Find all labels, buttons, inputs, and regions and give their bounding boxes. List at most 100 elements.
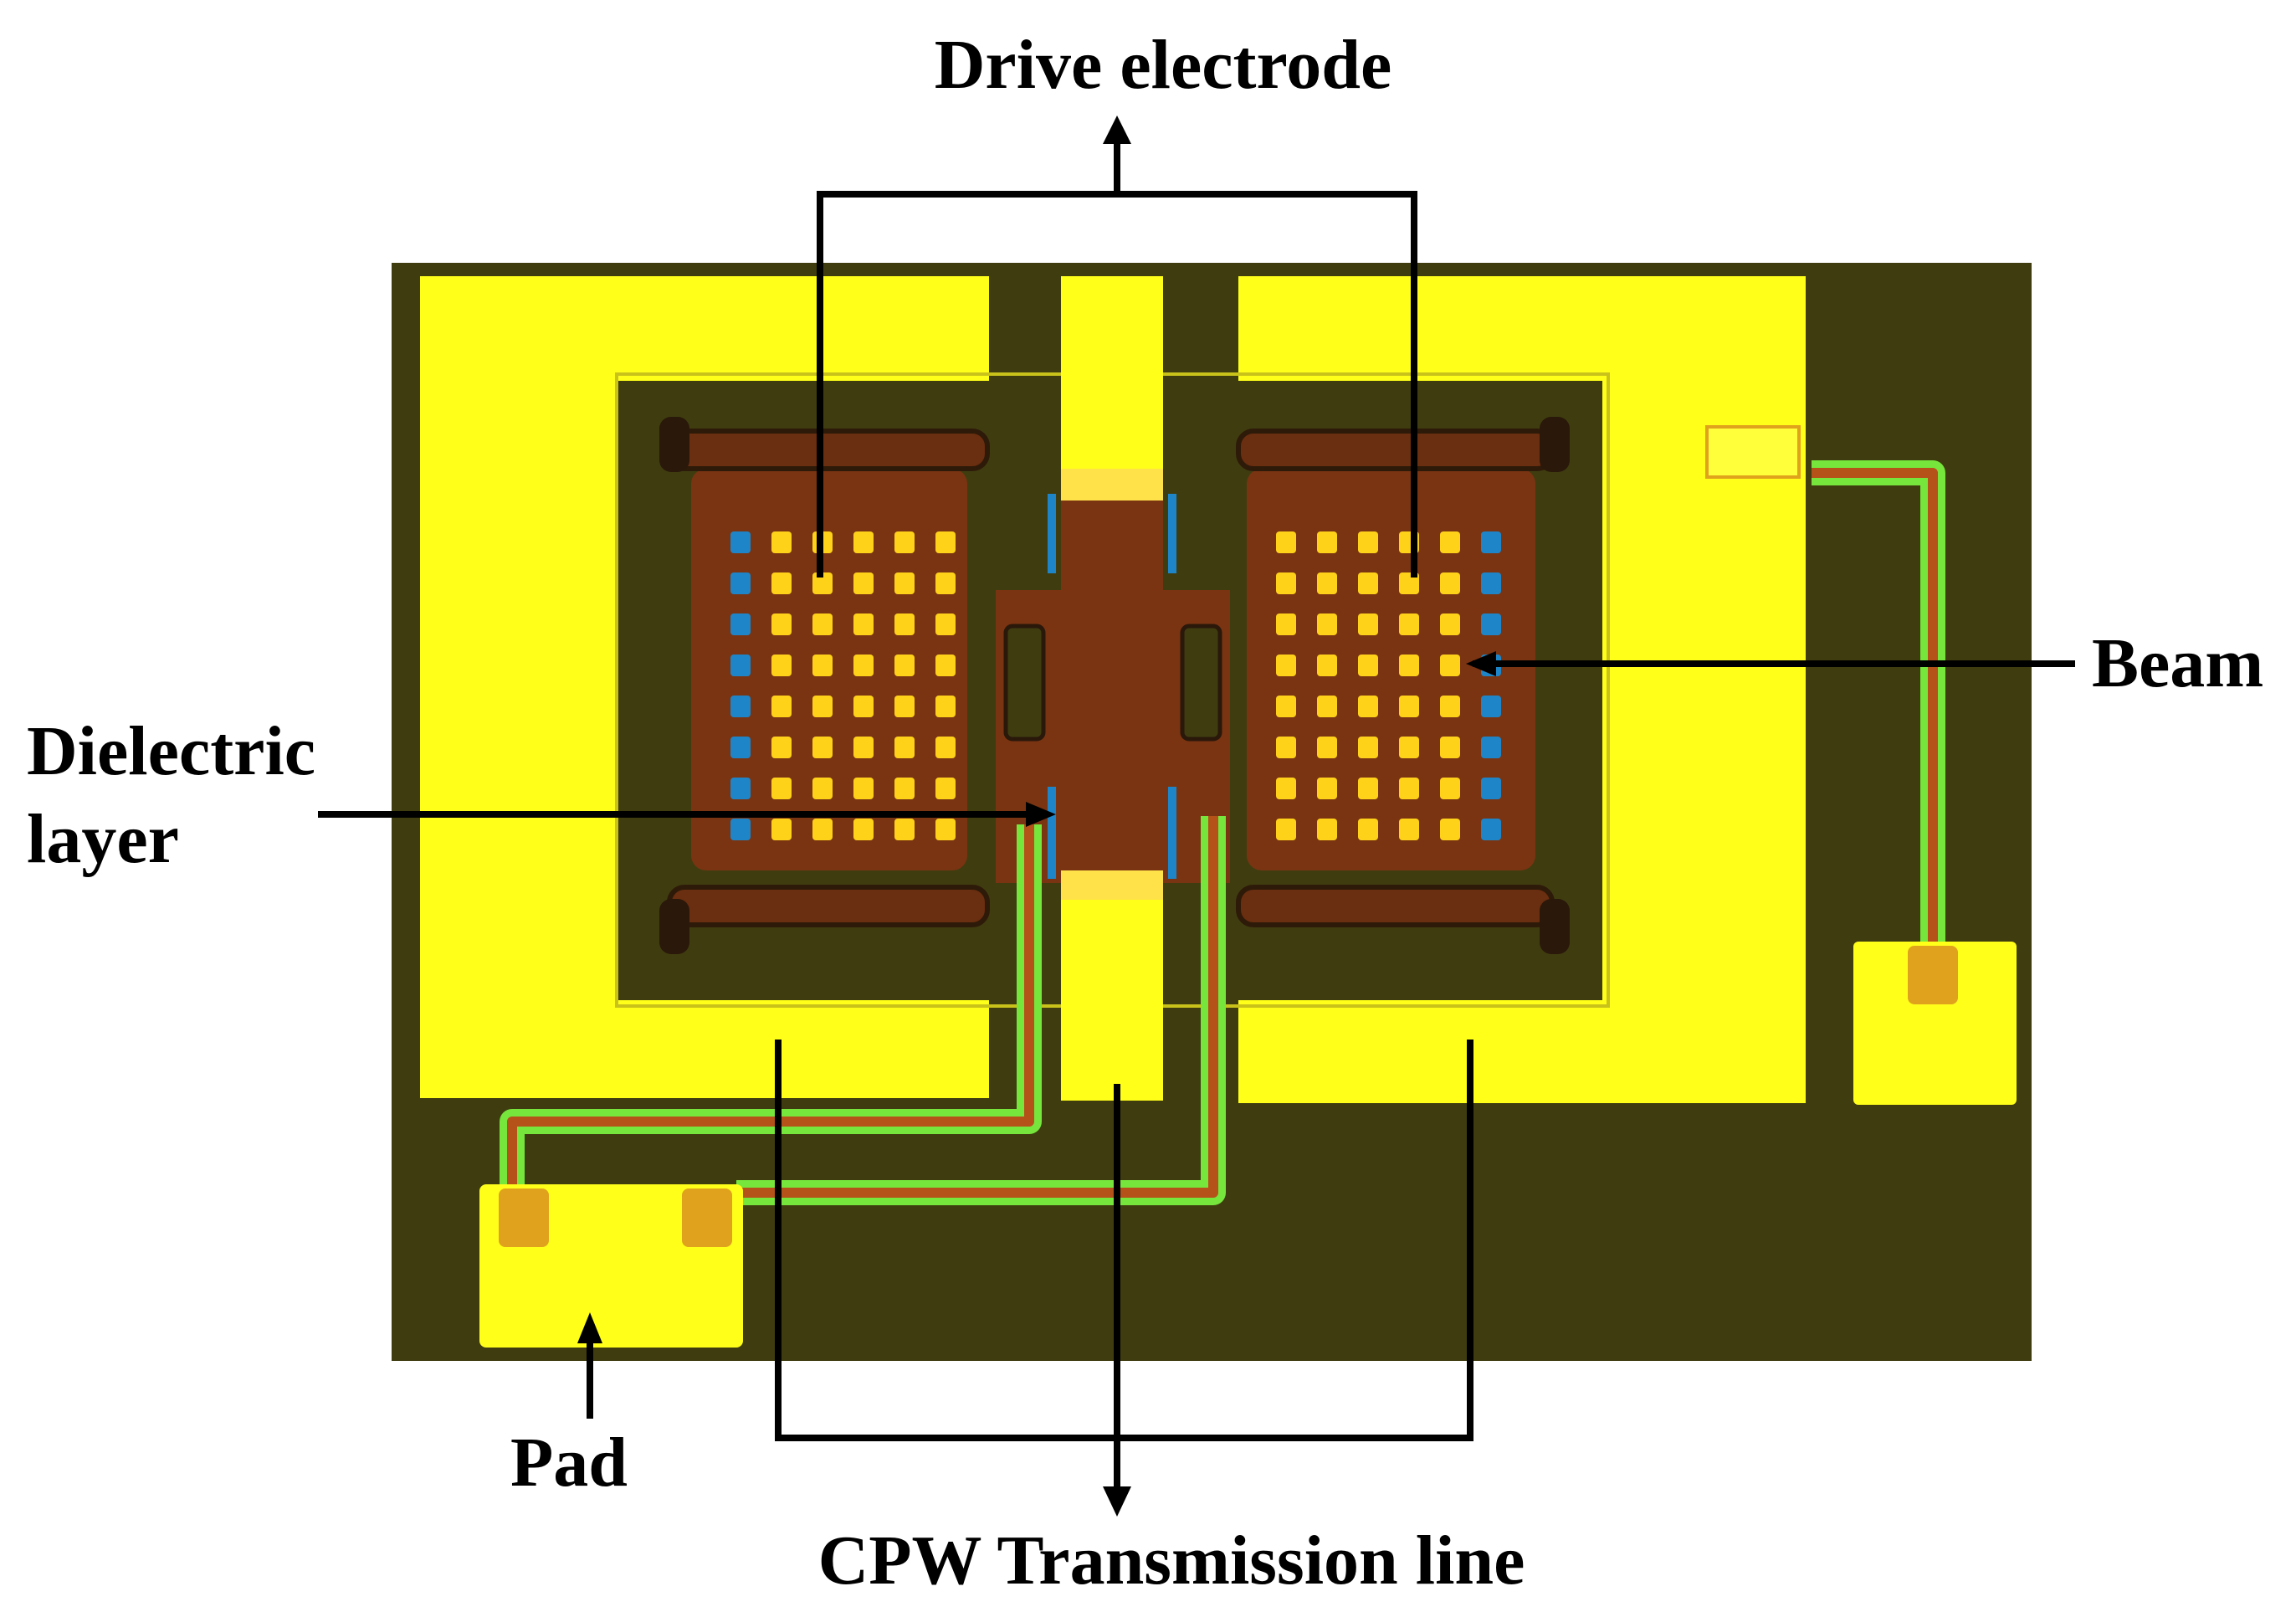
pad-contact-left bbox=[499, 1188, 549, 1247]
cpw-arrowhead bbox=[1103, 1486, 1131, 1517]
etch-hole bbox=[894, 572, 915, 594]
etch-hole bbox=[771, 696, 792, 717]
etch-hole bbox=[1276, 655, 1296, 676]
etch-hole bbox=[935, 572, 956, 594]
pad-contact-right bbox=[682, 1188, 732, 1247]
etch-hole bbox=[771, 531, 792, 553]
signal-line-bottom bbox=[1061, 870, 1163, 1101]
signal-line-top bbox=[1061, 276, 1163, 469]
etch-hole bbox=[1399, 572, 1419, 594]
etch-hole bbox=[812, 655, 833, 676]
center-anchor bbox=[1061, 498, 1163, 875]
etch-hole bbox=[894, 696, 915, 717]
etch-hole bbox=[1317, 819, 1337, 840]
dielectric-dot bbox=[1481, 696, 1501, 717]
etch-hole bbox=[1440, 655, 1460, 676]
etch-hole bbox=[1399, 778, 1419, 799]
etch-hole bbox=[812, 819, 833, 840]
right-ground-plane bbox=[1238, 276, 1806, 1103]
annotations bbox=[318, 138, 2075, 1490]
dielectric-label-line2: layer bbox=[27, 800, 179, 878]
signal-contact-bottom bbox=[1061, 870, 1163, 900]
etch-hole bbox=[1399, 819, 1419, 840]
etch-hole bbox=[1440, 778, 1460, 799]
etch-hole bbox=[771, 655, 792, 676]
etch-hole bbox=[1317, 696, 1337, 717]
etch-hole bbox=[935, 696, 956, 717]
etch-hole bbox=[1440, 531, 1460, 553]
right-etch-holes bbox=[1276, 531, 1501, 840]
beam-window-right bbox=[1180, 624, 1222, 742]
etch-hole bbox=[1440, 819, 1460, 840]
etch-hole bbox=[1317, 778, 1337, 799]
etch-hole bbox=[812, 696, 833, 717]
etch-hole bbox=[1317, 572, 1337, 594]
signal-contact-top bbox=[1061, 469, 1163, 501]
etch-hole bbox=[1440, 737, 1460, 758]
etch-hole bbox=[812, 572, 833, 594]
pad-arrowhead bbox=[577, 1312, 602, 1343]
etch-hole bbox=[1358, 572, 1378, 594]
dielectric-label-line1: Dielectric bbox=[27, 712, 315, 790]
etch-hole bbox=[812, 737, 833, 758]
dielectric-strips bbox=[1048, 494, 1176, 879]
etch-hole bbox=[935, 778, 956, 799]
etch-hole bbox=[853, 819, 874, 840]
dielectric-dot bbox=[1481, 778, 1501, 799]
etch-hole bbox=[894, 613, 915, 635]
etch-hole bbox=[1276, 696, 1296, 717]
etch-hole bbox=[1276, 778, 1296, 799]
etch-hole bbox=[1440, 613, 1460, 635]
etch-hole bbox=[853, 572, 874, 594]
etch-hole bbox=[1358, 737, 1378, 758]
etch-hole bbox=[894, 778, 915, 799]
right-probe-contact bbox=[1908, 946, 1958, 1004]
etch-hole bbox=[812, 613, 833, 635]
etch-hole bbox=[853, 737, 874, 758]
dielectric-dot bbox=[730, 696, 751, 717]
beam-label: Beam bbox=[2092, 624, 2263, 702]
etch-hole bbox=[1317, 737, 1337, 758]
cpw-bracket bbox=[775, 1040, 1473, 1441]
etch-hole bbox=[1358, 655, 1378, 676]
etch-hole bbox=[935, 819, 956, 840]
etch-hole bbox=[935, 613, 956, 635]
left-etch-holes bbox=[730, 531, 956, 840]
dielectric-dot bbox=[730, 531, 751, 553]
dielectric-dot bbox=[1481, 613, 1501, 635]
cpw-label: CPW Transmission line bbox=[818, 1522, 1525, 1599]
dielectric-dot bbox=[1481, 572, 1501, 594]
etch-hole bbox=[1358, 531, 1378, 553]
etch-hole bbox=[1276, 572, 1296, 594]
etch-hole bbox=[812, 778, 833, 799]
etch-hole bbox=[853, 613, 874, 635]
etch-hole bbox=[935, 737, 956, 758]
etch-hole bbox=[1317, 655, 1337, 676]
etch-hole bbox=[935, 531, 956, 553]
etch-hole bbox=[1399, 696, 1419, 717]
etch-hole bbox=[853, 778, 874, 799]
etch-hole bbox=[853, 655, 874, 676]
beam-window-left bbox=[1003, 624, 1046, 742]
right-membrane bbox=[1247, 469, 1535, 870]
dielectric-dot bbox=[730, 819, 751, 840]
right-probe-pad bbox=[1853, 942, 2017, 1105]
etch-hole bbox=[894, 737, 915, 758]
anchors bbox=[659, 417, 1570, 954]
etch-hole bbox=[1276, 737, 1296, 758]
etch-hole bbox=[771, 819, 792, 840]
etch-hole bbox=[894, 819, 915, 840]
etch-hole bbox=[771, 737, 792, 758]
etch-hole bbox=[771, 572, 792, 594]
dielectric-dot bbox=[730, 655, 751, 676]
etch-hole bbox=[1399, 737, 1419, 758]
drive-electrode-label: Drive electrode bbox=[935, 26, 1392, 104]
etch-hole bbox=[771, 778, 792, 799]
pad-label: Pad bbox=[510, 1424, 628, 1502]
etch-hole bbox=[1317, 531, 1337, 553]
etch-hole bbox=[894, 531, 915, 553]
dielectric-dot bbox=[730, 572, 751, 594]
dielectric-arrowhead bbox=[1026, 802, 1056, 827]
etch-hole bbox=[894, 655, 915, 676]
etch-hole bbox=[771, 613, 792, 635]
